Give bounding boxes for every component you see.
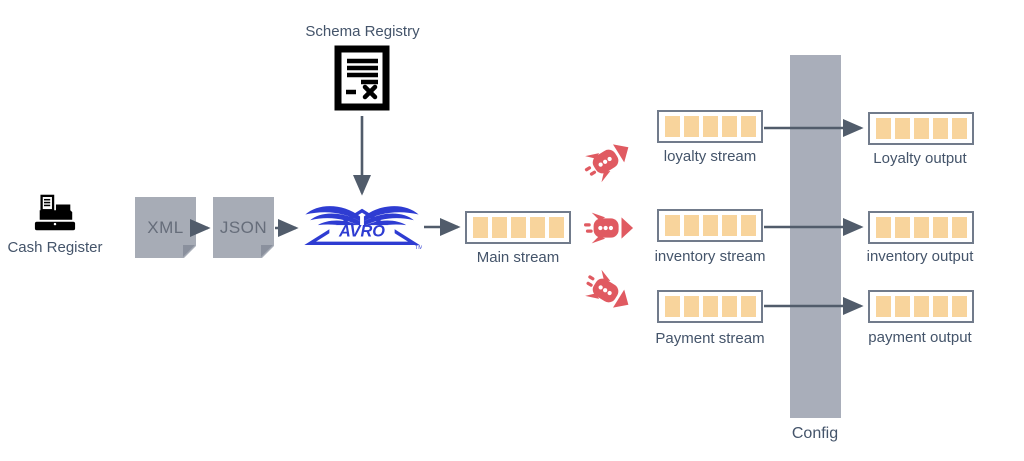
queue-cell: [702, 296, 718, 317]
queue-cell: [913, 217, 929, 238]
queue-cell: [721, 296, 737, 317]
queue-cell: [932, 118, 948, 139]
queue-cell: [875, 217, 891, 238]
xml-document-node: XML: [135, 197, 197, 259]
queue-cell: [721, 215, 737, 236]
payment-stream-queue: [657, 290, 763, 323]
avro-trademark: TM: [415, 245, 422, 251]
queue-cell: [664, 296, 680, 317]
queue-cell: [740, 215, 756, 236]
queue-cell: [721, 116, 737, 137]
payment-stream-label: Payment stream: [655, 330, 765, 347]
inventory-output-label: inventory output: [866, 248, 974, 265]
config-label: Config: [791, 425, 839, 442]
inventory-stream-label: inventory stream: [654, 248, 766, 265]
cash-register-label: Cash Register: [7, 239, 103, 256]
main-stream-label: Main stream: [476, 249, 560, 266]
avro-logo-text: AVRO: [338, 223, 385, 241]
config-bar: [790, 55, 841, 418]
queue-cell: [894, 296, 910, 317]
queue-cell: [491, 217, 507, 238]
main-stream-queue: [465, 211, 571, 244]
payment-output-queue: [868, 290, 974, 323]
rocket-icon-inventory: [584, 210, 634, 246]
queue-cell: [951, 296, 967, 317]
queue-cell: [875, 296, 891, 317]
queue-cell: [932, 217, 948, 238]
queue-cell: [702, 215, 718, 236]
queue-cell: [548, 217, 564, 238]
queue-cell: [894, 118, 910, 139]
cash-register-icon: [33, 194, 77, 241]
schema-registry-label: Schema Registry: [305, 23, 420, 40]
queue-cell: [683, 215, 699, 236]
queue-cell: [913, 118, 929, 139]
queue-cell: [683, 116, 699, 137]
loyalty-stream-label: loyalty stream: [663, 148, 757, 165]
queue-cell: [740, 296, 756, 317]
queue-cell: [894, 217, 910, 238]
json-document-node: JSON: [213, 197, 275, 259]
loyalty-output-label: Loyalty output: [873, 150, 967, 167]
rocket-icon-loyalty: [577, 131, 638, 188]
payment-output-label: payment output: [868, 329, 972, 346]
queue-cell: [664, 215, 680, 236]
loyalty-output-queue: [868, 112, 974, 145]
xml-document-label: XML: [147, 217, 184, 237]
queue-cell: [510, 217, 526, 238]
queue-cell: [913, 296, 929, 317]
queue-cell: [529, 217, 545, 238]
queue-cell: [951, 217, 967, 238]
queue-cell: [951, 118, 967, 139]
rocket-icon-payment: [577, 263, 638, 320]
avro-logo: AVRO TM: [302, 203, 423, 256]
queue-cell: [664, 116, 680, 137]
queue-cell: [875, 118, 891, 139]
json-document-label: JSON: [219, 217, 268, 237]
queue-cell: [472, 217, 488, 238]
inventory-stream-queue: [657, 209, 763, 242]
queue-cell: [702, 116, 718, 137]
loyalty-stream-queue: [657, 110, 763, 143]
inventory-output-queue: [868, 211, 974, 244]
schema-document-icon: [334, 45, 390, 116]
queue-cell: [740, 116, 756, 137]
queue-cell: [932, 296, 948, 317]
queue-cell: [683, 296, 699, 317]
